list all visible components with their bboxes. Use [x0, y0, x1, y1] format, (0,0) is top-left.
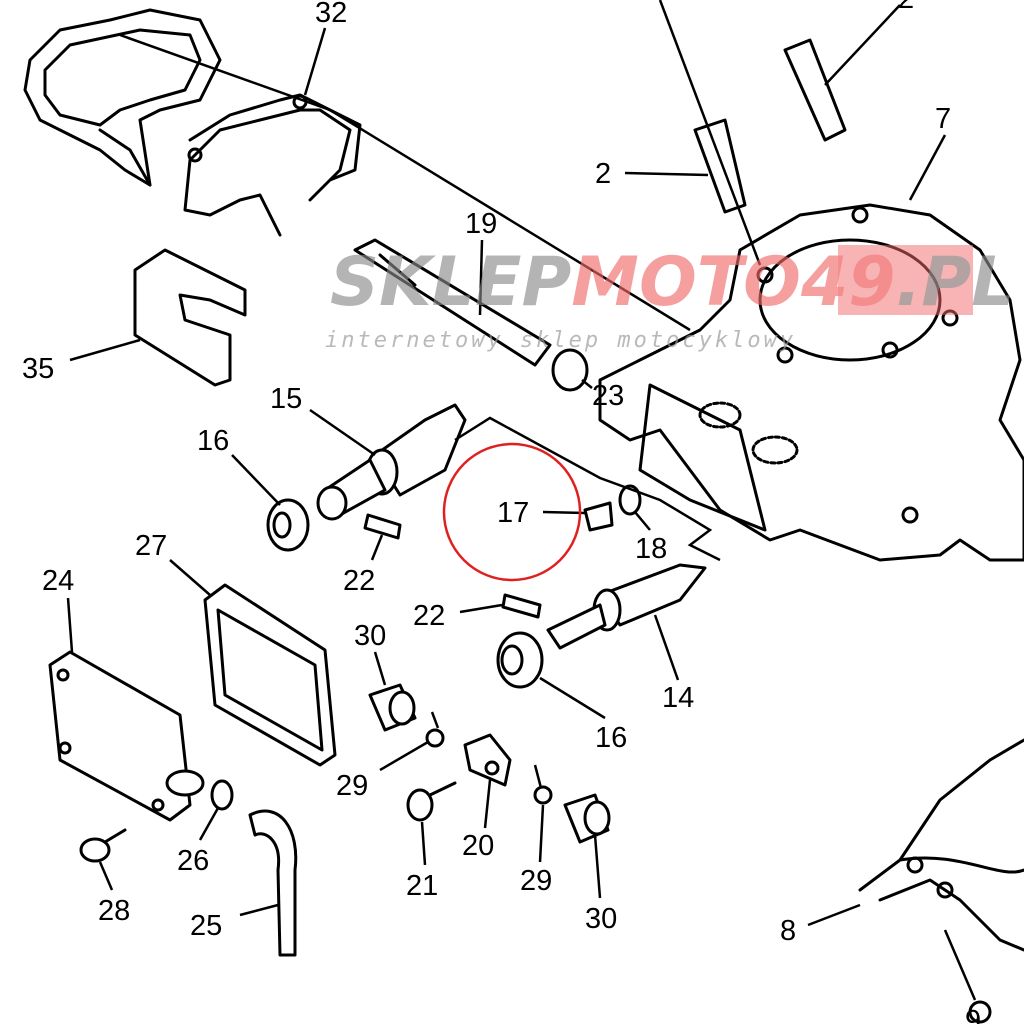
screw-28 — [79, 828, 127, 863]
clip-29b — [533, 785, 553, 805]
part-label[interactable]: 29 — [336, 770, 368, 802]
part-label[interactable]: 28 — [98, 895, 130, 927]
watermark-brand: SKLEPMOTO49.PL — [330, 243, 1015, 322]
watermark-box — [838, 245, 973, 315]
bushing-16a — [266, 498, 310, 552]
bushing-16b — [496, 631, 544, 689]
part-label[interactable]: 2 — [898, 0, 914, 15]
highlight-circle — [442, 442, 582, 582]
part-label[interactable]: 22 — [413, 600, 445, 632]
part-label[interactable]: 30 — [354, 620, 386, 652]
shaft-line — [119, 33, 691, 332]
gasket-32 — [183, 93, 362, 237]
part-label[interactable]: 19 — [465, 208, 497, 240]
part-label[interactable]: 7 — [935, 103, 951, 135]
stud-2 — [693, 38, 847, 214]
part-label[interactable]: 23 — [592, 380, 624, 412]
rod-19 — [353, 238, 552, 367]
hose-25 — [248, 809, 298, 957]
part-label[interactable]: 30 — [585, 903, 617, 935]
plunger-14 — [546, 563, 707, 650]
bushing-23 — [551, 348, 589, 392]
cover-35 — [133, 248, 247, 387]
part-label[interactable]: 35 — [22, 353, 54, 385]
clamp-26 — [210, 779, 234, 811]
part-label[interactable]: 21 — [406, 870, 438, 902]
cover-24 — [48, 650, 205, 822]
part-label[interactable]: 32 — [315, 0, 347, 29]
part-label[interactable]: 14 — [662, 682, 694, 714]
part-label[interactable]: 18 — [635, 533, 667, 565]
gasket-8 — [858, 738, 1024, 1024]
bracket-20 — [463, 733, 512, 787]
bolt-21 — [406, 781, 457, 822]
part-label[interactable]: 15 — [270, 383, 302, 415]
part-label[interactable]: 2 — [595, 158, 611, 190]
part-labels: 32 2 7 2 19 23 35 15 16 17 18 22 27 24 3… — [22, 0, 981, 1024]
part-label[interactable]: 22 — [343, 565, 375, 597]
cylinder-7 — [598, 203, 1024, 562]
clip-29a — [425, 728, 445, 748]
part-label[interactable]: 25 — [190, 910, 222, 942]
plunger-15 — [316, 403, 467, 521]
part-label[interactable]: 16 — [595, 722, 627, 754]
part-label-highlighted[interactable]: 17 — [497, 497, 529, 529]
gasket-27 — [203, 583, 337, 767]
watermark: SKLEPMOTO49.PL internetowy sklep motocyk… — [325, 243, 1015, 353]
washer-18 — [618, 484, 642, 516]
part-label[interactable]: 16 — [197, 425, 229, 457]
part-label[interactable]: 29 — [520, 865, 552, 897]
part-label[interactable]: 8 — [780, 915, 796, 947]
bolt-17 — [583, 501, 614, 532]
leader-lines — [66, 0, 977, 1001]
part-label[interactable]: 24 — [42, 565, 74, 597]
part-label[interactable]: 26 — [177, 845, 209, 877]
part-label[interactable]: 20 — [462, 830, 494, 862]
pin-22b — [501, 593, 542, 619]
bushing-30a — [368, 683, 417, 732]
watermark-tagline: internetowy sklep motocyklowy — [325, 328, 796, 353]
frame-line — [454, 416, 721, 562]
part-label[interactable]: 27 — [135, 530, 167, 562]
part-label[interactable]: 9 — [965, 1005, 981, 1024]
bushing-30b — [563, 793, 611, 844]
pin-22a — [363, 513, 402, 540]
gasket-top-left — [23, 8, 222, 187]
